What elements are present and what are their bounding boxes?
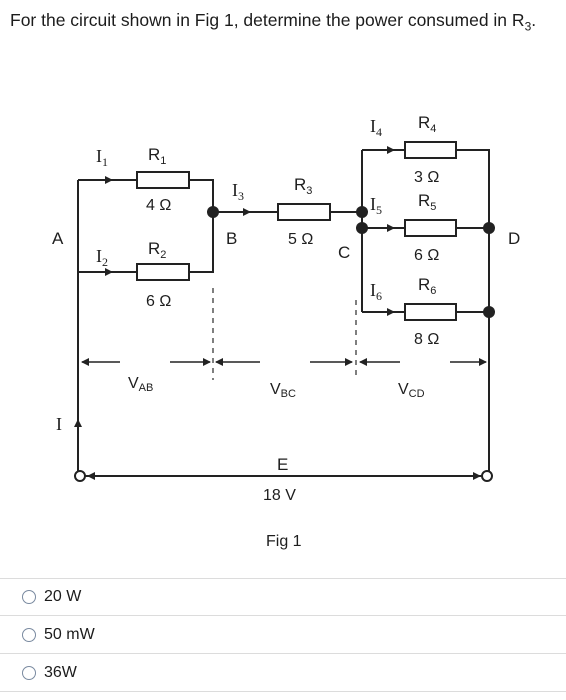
resistor-value-r3: 5 Ω xyxy=(288,231,313,248)
junction-dot-b xyxy=(207,206,219,218)
circuit-diagram: A B C D I I1 I2 I3 I4 I5 I6 R1 R2 R3 R4 … xyxy=(52,113,520,550)
radio-icon[interactable] xyxy=(22,665,36,680)
figure-caption: Fig 1 xyxy=(266,533,302,550)
resistor-value-r6: 8 Ω xyxy=(414,331,439,348)
node-label-d: D xyxy=(508,229,520,248)
answer-options: 20 W 50 mW 36W xyxy=(0,578,566,692)
source-label: E xyxy=(277,455,288,474)
source-value: 18 V xyxy=(263,487,296,504)
current-label-i6: I6 xyxy=(370,280,382,303)
resistor-value-r1: 4 Ω xyxy=(146,197,171,214)
terminal-left xyxy=(74,470,86,482)
resistor-value-r2: 6 Ω xyxy=(146,293,171,310)
current-label-i2: I2 xyxy=(96,246,108,269)
option-label: 20 W xyxy=(44,588,82,605)
resistor-name-r5: R5 xyxy=(418,191,436,213)
current-label-i3: I3 xyxy=(232,180,244,203)
option-label: 36W xyxy=(44,663,77,681)
question-target: R3 xyxy=(511,10,532,34)
current-label-i5: I5 xyxy=(370,194,382,217)
resistor-r4 xyxy=(404,141,457,159)
resistor-name-r6: R6 xyxy=(418,275,436,297)
resistor-r5 xyxy=(404,219,457,237)
resistor-r6 xyxy=(404,303,457,321)
option-50mw[interactable]: 50 mW xyxy=(0,616,566,654)
junction-dot-c-mid xyxy=(356,222,368,234)
current-label-i: I xyxy=(56,414,62,434)
radio-icon[interactable] xyxy=(22,590,36,604)
option-label: 50 mW xyxy=(44,625,95,643)
resistor-r1 xyxy=(136,171,190,189)
option-20w[interactable]: 20 W xyxy=(0,578,566,616)
resistor-name-r2: R2 xyxy=(148,239,166,261)
resistor-name-r1: R1 xyxy=(148,145,166,167)
current-label-i1: I1 xyxy=(96,146,108,169)
current-label-i4: I4 xyxy=(370,116,382,139)
node-label-c: C xyxy=(338,243,350,262)
voltage-label-vbc: VBC xyxy=(270,381,296,400)
voltage-label-vab: VAB xyxy=(128,375,153,394)
question-body: For the circuit shown in Fig 1, determin… xyxy=(10,10,508,30)
node-label-b: B xyxy=(226,229,237,248)
resistor-value-r5: 6 Ω xyxy=(414,247,439,264)
question-text: For the circuit shown in Fig 1, determin… xyxy=(10,10,537,34)
resistor-r2 xyxy=(136,263,190,281)
junction-dot-d xyxy=(483,222,495,234)
junction-dot-c-top xyxy=(356,206,368,218)
radio-icon[interactable] xyxy=(22,627,36,642)
voltage-label-vcd: VCD xyxy=(398,381,425,400)
node-label-a: A xyxy=(52,229,64,248)
junction-dot-d-low xyxy=(483,306,495,318)
resistor-r3 xyxy=(277,203,331,221)
terminal-right xyxy=(481,470,493,482)
resistor-value-r4: 3 Ω xyxy=(414,169,439,186)
resistor-name-r4: R4 xyxy=(418,113,436,135)
resistor-name-r3: R3 xyxy=(294,175,312,197)
option-36w[interactable]: 36W xyxy=(0,654,566,692)
